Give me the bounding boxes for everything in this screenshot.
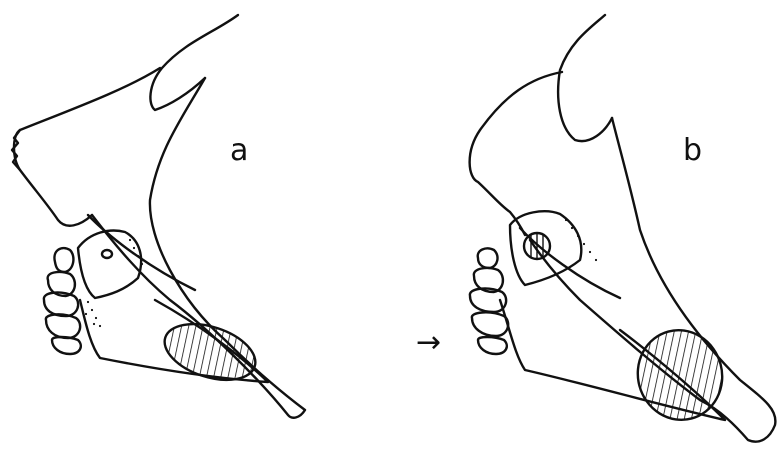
- vertebrae-a: [44, 248, 81, 354]
- vertebrae-b: [470, 248, 508, 354]
- dotted-region-a: [85, 239, 143, 327]
- drawing-b: → b: [416, 15, 775, 442]
- front-edge-a: [12, 130, 20, 170]
- label-b: b: [683, 133, 702, 168]
- small-bone-b: [510, 211, 581, 285]
- arrow-indicator: →: [416, 325, 441, 360]
- drawing-a: a: [12, 15, 305, 418]
- horn-curve-b: [520, 228, 620, 298]
- foramen-a: [102, 250, 112, 258]
- skull-outline-a: [14, 68, 160, 226]
- crest-b: [558, 15, 612, 141]
- horn-curve-a: [88, 215, 195, 290]
- label-a: a: [230, 133, 248, 168]
